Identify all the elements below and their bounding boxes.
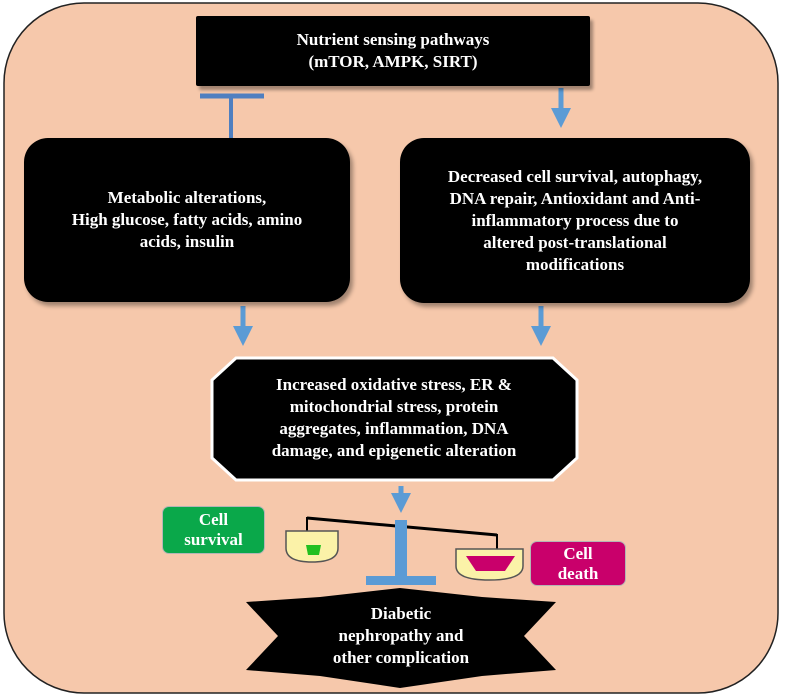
- decreased-line-1: Decreased cell survival, autophagy,: [447, 166, 703, 186]
- scale-pillar: [395, 520, 407, 576]
- cell-survival-line-2: survival: [184, 530, 243, 549]
- decreased-line-2: DNA repair, Antioxidant and Anti-: [449, 188, 701, 208]
- metabolic-line-3: acids, insulin: [139, 232, 235, 251]
- outcome-text: Diabetic nephropathy and other complicat…: [283, 600, 519, 672]
- scale-base: [366, 576, 436, 585]
- stress-box-text: Increased oxidative stress, ER & mitocho…: [214, 356, 574, 480]
- cell-survival-label: Cell survival: [162, 506, 265, 554]
- nutrient-line-1: Nutrient sensing pathways: [296, 30, 490, 49]
- cell-death-line-2: death: [557, 563, 599, 583]
- outcome-line-2: nephropathy and: [338, 626, 464, 645]
- metabolic-line-1: Metabolic alterations,: [107, 188, 267, 207]
- decreased-line-3: inflammatory process due to: [471, 210, 679, 230]
- outcome-line-1: Diabetic: [370, 604, 432, 623]
- cell-death-line-1: Cell: [563, 543, 593, 563]
- nutrient-line-2: (mTOR, AMPK, SIRT): [308, 52, 478, 71]
- stress-line-1: Increased oxidative stress, ER &: [276, 375, 512, 394]
- survival-weight: [306, 545, 321, 555]
- cell-death-label: Cell death: [530, 541, 626, 586]
- nutrient-sensing-box: Nutrient sensing pathways (mTOR, AMPK, S…: [196, 16, 590, 86]
- outcome-line-3: other complication: [332, 648, 470, 667]
- stress-box: [210, 356, 579, 482]
- decreased-line-5: modifications: [525, 254, 625, 274]
- cell-survival-line-1: Cell: [198, 510, 229, 529]
- death-weight: [466, 556, 515, 571]
- decreased-processes-box: Decreased cell survival, autophagy, DNA …: [400, 138, 750, 303]
- decreased-line-4: altered post-translational: [483, 232, 667, 252]
- stress-line-3: aggregates, inflammation, DNA: [279, 419, 509, 438]
- metabolic-line-2: High glucose, fatty acids, amino: [71, 210, 303, 229]
- stress-line-2: mitochondrial stress, protein: [289, 397, 499, 416]
- outcome-starburst: [246, 588, 556, 688]
- metabolic-alterations-box: Metabolic alterations, High glucose, fat…: [24, 138, 350, 302]
- stress-line-4: damage, and epigenetic alteration: [271, 441, 517, 460]
